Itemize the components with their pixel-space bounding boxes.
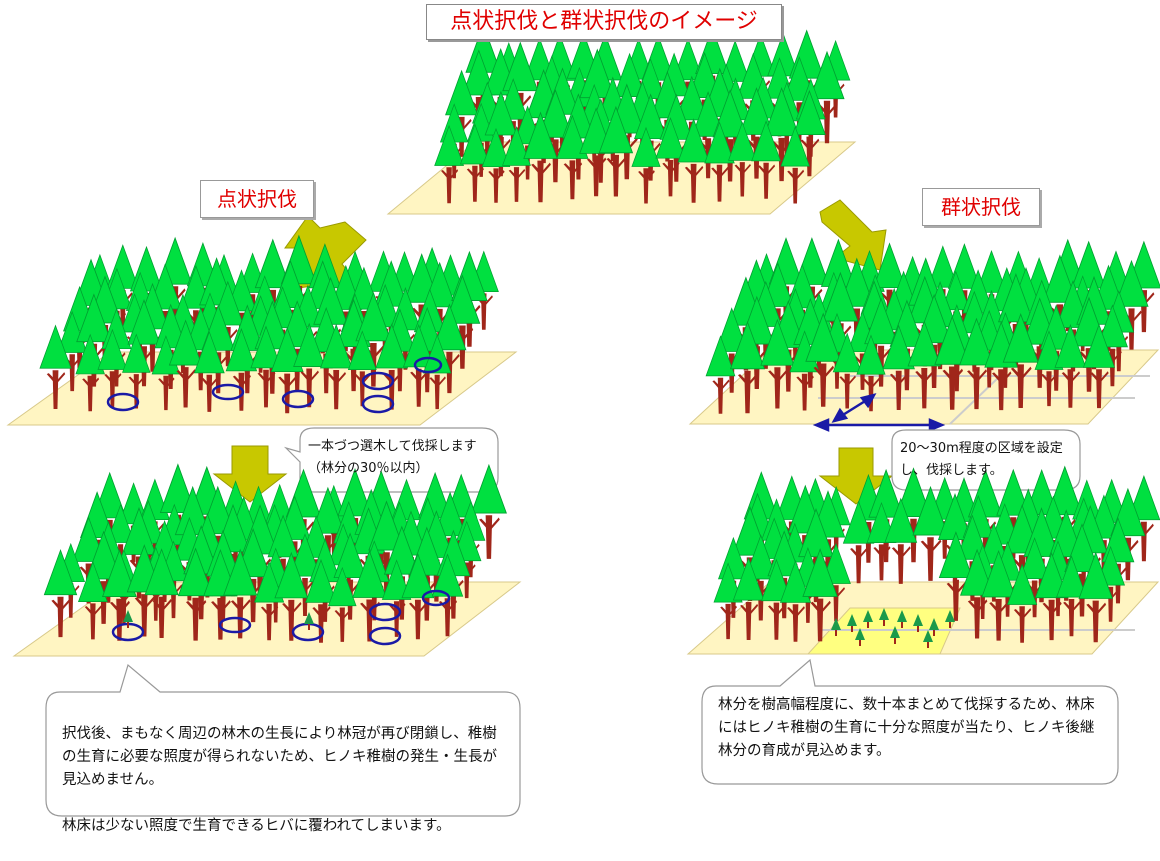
group-selection-result-forest <box>686 466 1160 655</box>
group-note-text: 20～30m程度の区域を設定し、伐採します。 <box>900 441 1063 478</box>
group-selection-label: 群状択伐 <box>922 188 1040 226</box>
group-result-text: 林分を樹高幅程度に、数十本まとめて伐採するため、林床にはヒノキ稚樹の生育に十分な… <box>718 697 1095 759</box>
point-selection-label: 点状択伐 <box>200 180 314 218</box>
selection-cutting-diagram <box>6 24 1160 817</box>
point-note-text: 一本づつ選木して伐採します（林分の30％以内） <box>308 439 477 476</box>
group-result-bubble <box>701 658 1119 785</box>
point-selection-result-forest <box>12 464 522 657</box>
initial-forest <box>386 24 857 215</box>
gap-circle <box>368 602 402 622</box>
width-arrows <box>812 393 946 432</box>
arrow-to-group-selection <box>819 199 887 271</box>
gap-circle <box>413 356 443 374</box>
point-selection-forest <box>6 235 518 426</box>
group-selection-forest <box>688 237 1160 432</box>
down-arrow-left <box>212 445 288 503</box>
gap-circle <box>281 389 315 409</box>
gap-circle <box>218 616 252 634</box>
group-note-bubble <box>891 429 1081 491</box>
point-result-line-1: 択伐後、まもなく周辺の林木の生長により林冠が再び閉鎖し、稚樹の生育に必要な照度が… <box>62 726 497 788</box>
gap-circle <box>361 394 395 414</box>
gap-circle <box>421 589 451 607</box>
point-result-line-2: 林床は少ない照度で生育できるヒバに覆われてしまいます。 <box>62 818 451 834</box>
gap-circle <box>368 626 402 646</box>
gap-circle <box>106 392 140 412</box>
gap-circle <box>211 383 245 401</box>
point-result-text: 択伐後、まもなく周辺の林木の生長により林冠が再び閉鎖し、稚樹の生育に必要な照度が… <box>62 700 508 861</box>
diagram-title: 点状択伐と群状択伐のイメージ <box>426 4 782 40</box>
gap-circles <box>106 356 443 414</box>
point-result-bubble <box>45 663 521 817</box>
callout-shapes <box>45 427 1119 817</box>
gap-circle <box>361 371 395 391</box>
